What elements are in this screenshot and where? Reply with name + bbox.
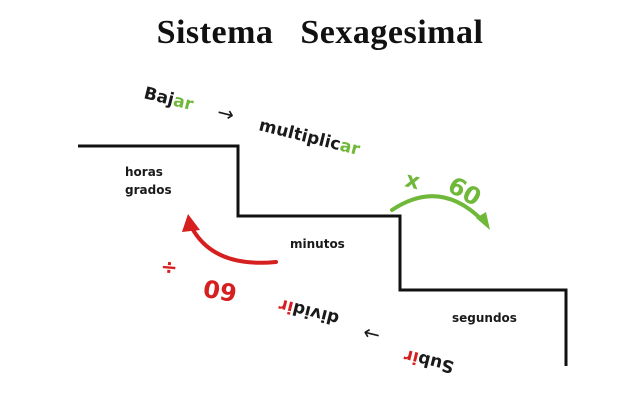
step-label-segundos: segundos <box>452 311 517 325</box>
descend-arrow-icon: → <box>215 100 237 127</box>
step-label-grados: grados <box>125 183 172 197</box>
ascend-verb: Subir <box>402 345 457 377</box>
descend-action: multiplicar <box>257 115 363 160</box>
descend-operation-symbol: x <box>403 168 423 196</box>
ascend-operation-symbol: ÷ <box>160 256 179 281</box>
descend-verb: Bajar <box>142 83 196 115</box>
descend-curved-arrow-icon <box>390 194 490 230</box>
ascend-curved-arrow-icon <box>182 214 278 265</box>
step-label-minutos: minutos <box>290 237 345 251</box>
page-title: Sistema Sexagesimal <box>156 14 484 51</box>
ascend-action: dividir <box>276 294 341 328</box>
ascend-arrow-icon: ← <box>361 320 383 347</box>
ascend-operation-value: 60 <box>201 273 239 306</box>
staircase-line <box>78 144 568 366</box>
step-label-horas: horas <box>125 165 163 179</box>
